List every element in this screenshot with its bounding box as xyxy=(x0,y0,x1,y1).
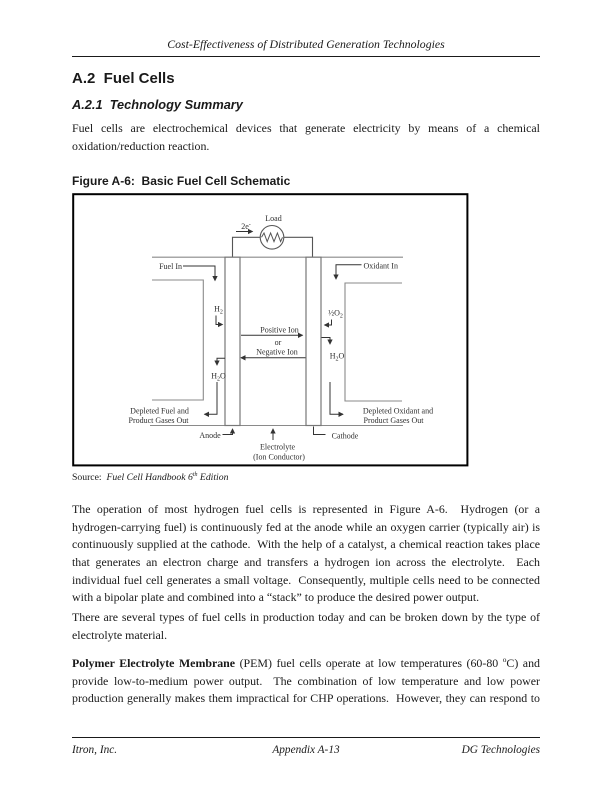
cell-structure-lines xyxy=(150,256,403,427)
footer-center: Appendix A-13 xyxy=(272,744,340,756)
footer-left: Itron, Inc. xyxy=(72,744,118,756)
h2-label: H2 xyxy=(214,305,223,316)
or-label: or xyxy=(275,338,282,347)
electrolyte-label-1: Electrolyte xyxy=(260,443,296,452)
running-header: Cost-Effectiveness of Distributed Genera… xyxy=(72,37,540,57)
depleted-oxidant-label-2: Product Gases Out xyxy=(364,416,425,425)
subsection-heading: A.2.1 Technology Summary xyxy=(72,97,243,112)
h2-label-sub: 2 xyxy=(220,309,223,315)
cathode-pointer xyxy=(313,426,326,435)
h2o-right-base: H xyxy=(330,352,336,361)
electron-label-base: 2e xyxy=(241,222,249,231)
depleted-oxidant-label-1: Depleted Oxidant and xyxy=(363,407,433,416)
wire-left xyxy=(231,236,261,258)
resistor-icon xyxy=(261,231,283,243)
source-title-main: Fuel Cell Handbook 6 xyxy=(101,472,193,483)
cathode-label: Cathode xyxy=(332,432,359,441)
oxidant-in-arrow xyxy=(333,264,362,280)
depleted-fuel-label-1: Depleted Fuel and xyxy=(130,407,189,416)
intro-paragraph: Fuel cells are electrochemical devices t… xyxy=(72,121,540,153)
pem-text-2: C) and provide low-to-medium power outpu… xyxy=(72,656,540,706)
h2o-left-rest: O xyxy=(220,372,226,381)
source-title: Fuel Cell Handbook 6th Edition xyxy=(101,471,229,483)
source-label: Source: xyxy=(72,472,102,483)
electron-label-sup: - xyxy=(249,222,251,228)
section-heading: A.2 Fuel Cells xyxy=(72,70,175,87)
h2-label-base: H xyxy=(214,305,220,314)
source-title-sup: th xyxy=(192,471,198,478)
pem-text-1: (PEM) fuel cells operate at low temperat… xyxy=(235,656,503,670)
cathode-plate xyxy=(305,256,322,427)
fuel-in-arrow xyxy=(183,265,218,282)
h2o-left-label: H2O xyxy=(211,372,226,383)
o2-into-cathode-arrow xyxy=(323,319,332,328)
figure-caption: Figure A-6: Basic Fuel Cell Schematic xyxy=(72,174,291,188)
electrolyte-label-2: (Ion Conductor) xyxy=(253,453,305,462)
electron-label: 2e- xyxy=(241,222,251,231)
h2o-right-rest: O xyxy=(339,352,345,361)
negative-ion-label: Negative Ion xyxy=(256,348,298,357)
half-o2-label-base: ½O xyxy=(328,309,340,318)
h2o-right-sub: 2 xyxy=(336,356,339,362)
half-o2-label-sub: 2 xyxy=(340,313,343,319)
paragraph-types: There are several types of fuel cells in… xyxy=(72,610,540,642)
h2o-cathode-arrow xyxy=(321,337,333,345)
source-title-rest: Edition xyxy=(197,472,229,483)
depleted-fuel-label-2: Product Gases Out xyxy=(129,416,190,425)
external-circuit xyxy=(231,224,314,258)
pem-bold-lead: Polymer Electrolyte Membrane xyxy=(72,656,236,670)
degree-sup: o xyxy=(502,655,507,665)
h2o-left-sub: 2 xyxy=(217,376,220,382)
positive-ion-label: Positive Ion xyxy=(260,326,298,335)
anode-plate xyxy=(224,256,241,427)
depleted-oxidant-out-arrow xyxy=(329,382,344,418)
h2-into-anode-arrow xyxy=(215,315,224,328)
fuel-channel-wall xyxy=(152,279,204,401)
h2o-right-label: H2O xyxy=(330,352,345,363)
paragraph-operation: The operation of most hydrogen fuel cell… xyxy=(72,502,540,605)
footer-right: DG Technologies xyxy=(461,744,540,756)
anode-label: Anode xyxy=(199,431,221,440)
oxidant-channel-wall xyxy=(344,282,402,402)
figure-source: Source: Fuel Cell Handbook 6th Edition xyxy=(72,472,228,483)
fuel-cell-schematic: Load 2e- Fuel In Oxidant In H2 ½O2 Posit… xyxy=(72,193,469,467)
wire-right xyxy=(283,236,314,258)
paragraph-pem: Polymer Electrolyte Membrane (PEM) fuel … xyxy=(72,655,540,708)
h2o-anode-arrow xyxy=(214,357,225,366)
running-header-title: Cost-Effectiveness of Distributed Genera… xyxy=(167,37,445,51)
fuel-in-label: Fuel In xyxy=(159,262,182,271)
half-o2-label: ½O2 xyxy=(328,309,343,320)
anode-pointer xyxy=(222,428,236,435)
depleted-fuel-out-arrow xyxy=(203,382,218,418)
h2o-left-base: H xyxy=(211,372,217,381)
flow-arrows xyxy=(183,228,362,440)
oxidant-in-label: Oxidant In xyxy=(364,262,398,271)
load-label: Load xyxy=(265,214,281,223)
page-footer: Itron, Inc. Appendix A-13 DG Technologie… xyxy=(72,737,540,756)
